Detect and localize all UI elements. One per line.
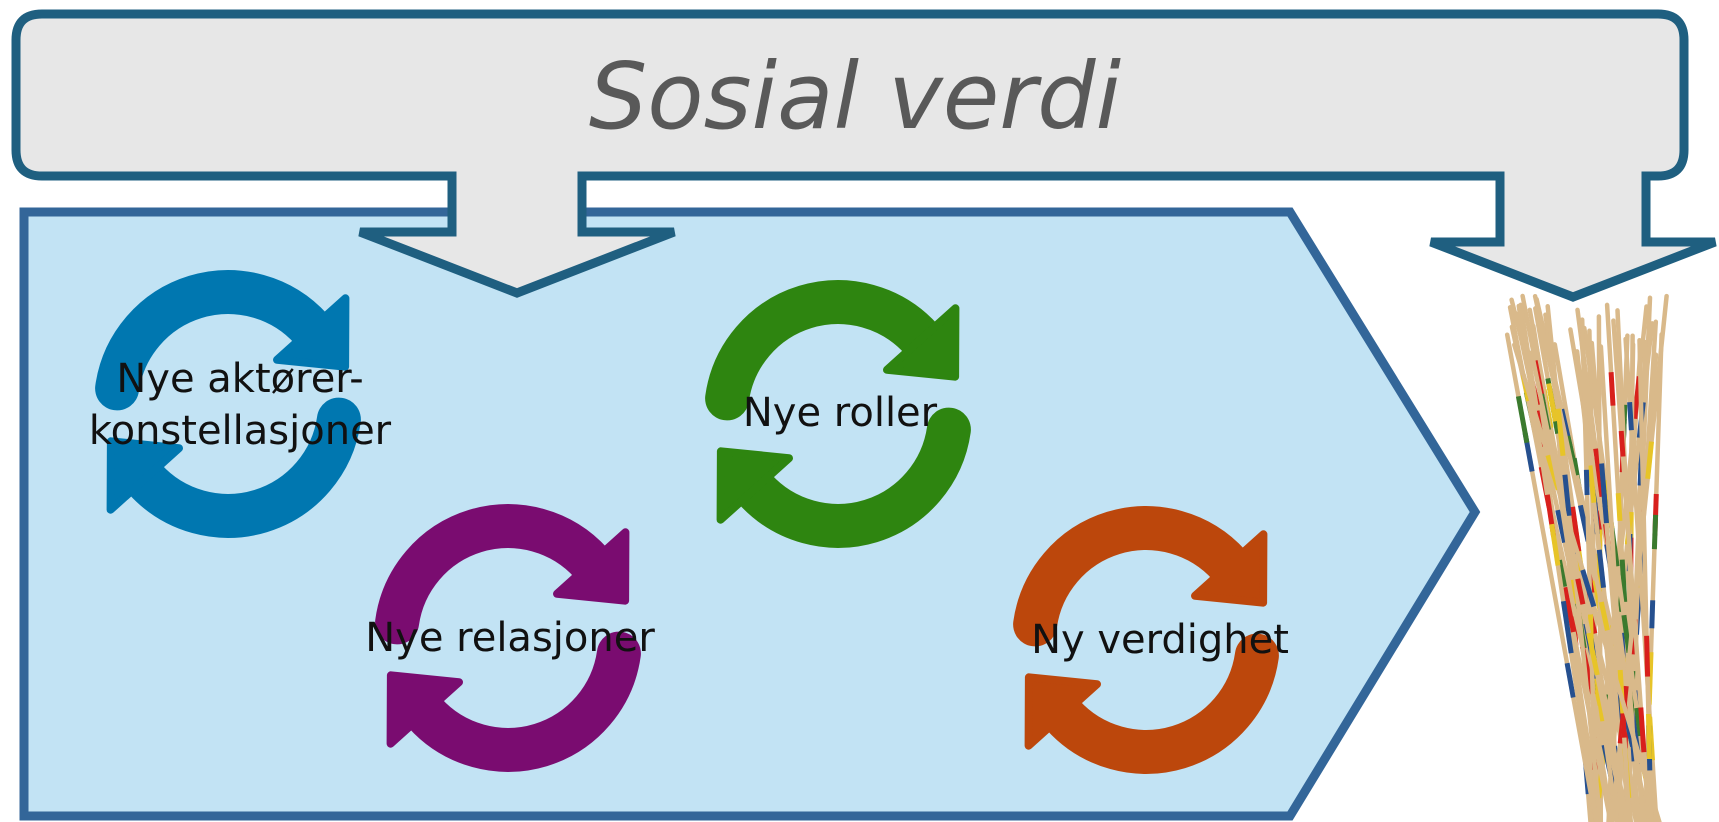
stick-band <box>1619 559 1628 603</box>
cycle-label-roles: Nye roller <box>690 387 990 439</box>
cycle-label-actors-line-2: konstellasjoner <box>88 408 392 454</box>
cycle-icon-roles <box>705 280 971 548</box>
stick-band <box>1627 402 1634 431</box>
stick-band <box>1618 430 1626 457</box>
stick-band <box>1608 372 1616 406</box>
stick-band <box>1646 713 1652 760</box>
stick-band <box>1596 549 1606 588</box>
cycle-arrowhead-2 <box>1024 673 1101 750</box>
cycle-arc-1 <box>705 280 944 421</box>
stick-band <box>1651 514 1659 550</box>
stick-band <box>1593 448 1605 498</box>
stick-band <box>1638 707 1647 753</box>
stick-band <box>1562 586 1576 633</box>
stick-band <box>1549 523 1561 566</box>
stick-band <box>1575 578 1586 605</box>
cycle-arc-2 <box>1040 633 1279 774</box>
cycle-arc-1 <box>375 504 614 645</box>
stick <box>1598 344 1632 822</box>
cycle-label-actors: Nye aktører- konstellasjoner <box>60 353 420 457</box>
cycle-arrowhead-1 <box>883 304 960 381</box>
stick-band <box>1560 600 1574 654</box>
cycle-arc-1 <box>95 270 334 411</box>
cycle-arrowhead-1 <box>1191 530 1268 607</box>
cycle-label-value: Ny verdighet <box>1000 614 1320 666</box>
cycle-arrowhead-2 <box>106 437 183 514</box>
cycle-label-actors-line-1: Nye aktører- <box>116 356 364 402</box>
cycle-arc-2 <box>402 631 641 772</box>
cycle-icon-value <box>1013 506 1279 774</box>
cycle-arc-2 <box>732 407 971 548</box>
cycle-label-relations-line-1: Nye relasjoner <box>365 615 655 661</box>
stick-band <box>1565 435 1580 476</box>
stick-band <box>1515 395 1530 444</box>
cycle-arc-1 <box>1013 506 1252 647</box>
stick-band <box>1555 408 1566 457</box>
stick-band <box>1564 662 1576 698</box>
stick-band <box>1644 635 1651 677</box>
cycle-label-relations: Nye relasjoner <box>330 612 690 664</box>
cycle-arrowhead-2 <box>716 447 793 524</box>
stick-band <box>1546 383 1558 422</box>
stick-band <box>1634 707 1643 737</box>
stick-band <box>1570 506 1582 552</box>
cycle-arc-2 <box>122 397 361 538</box>
cycles-layer <box>95 270 1279 774</box>
cycle-icon-actors <box>95 270 361 538</box>
header-banner <box>11 9 1717 302</box>
cycle-arrowhead-2 <box>386 671 463 748</box>
stick-band <box>1583 469 1590 496</box>
stick-band <box>1598 601 1610 631</box>
mikado-sticks-image <box>1504 293 1669 822</box>
cycle-arrowhead-1 <box>273 294 350 371</box>
stick-band <box>1601 489 1609 524</box>
stick-band <box>1562 474 1572 516</box>
stick-band <box>1615 493 1623 522</box>
stick-band <box>1587 465 1597 503</box>
stick-band <box>1586 632 1600 676</box>
stick-band <box>1645 441 1654 480</box>
cycle-icon-relations <box>375 504 641 772</box>
stick-band <box>1580 569 1597 608</box>
stick-band <box>1555 509 1568 544</box>
cycle-label-roles-line-1: Nye roller <box>742 390 938 436</box>
stick-band <box>1649 600 1656 629</box>
cycle-arrowhead-1 <box>553 528 630 605</box>
page-title: Sosial verdi <box>589 43 1122 150</box>
cycle-label-value-line-1: Ny verdighet <box>1031 617 1289 663</box>
